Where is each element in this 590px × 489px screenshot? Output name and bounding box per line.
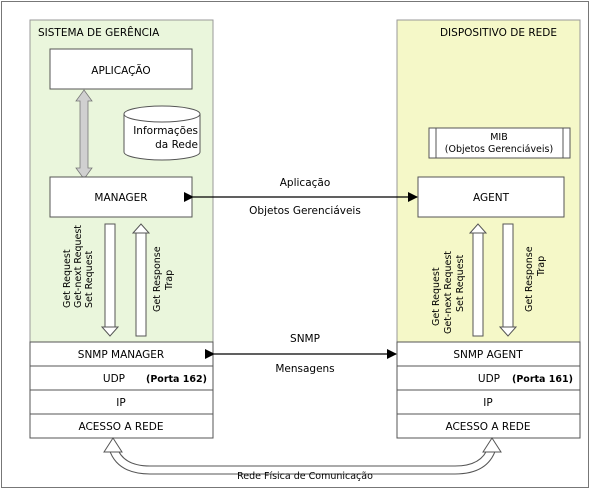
database-label-line1: Informações bbox=[133, 125, 198, 137]
mib-box bbox=[428, 127, 571, 159]
physical-network-label: Rede Física de Comunicação bbox=[237, 471, 373, 482]
application-label: APLICAÇÃO bbox=[91, 64, 150, 77]
agent-request-set: Set Request bbox=[455, 255, 466, 312]
link-label-application: Aplicação bbox=[280, 177, 331, 189]
manager-request-set: Set Request bbox=[84, 251, 95, 308]
manager-layer-udp-port: (Porta 162) bbox=[146, 374, 207, 385]
manager-box bbox=[49, 176, 193, 218]
agent-request-arrow bbox=[468, 223, 488, 337]
database-label-line2: da Rede bbox=[155, 139, 198, 151]
agent-response-trap: Trap bbox=[536, 256, 547, 277]
manager-request-arrow bbox=[100, 223, 120, 337]
manager-layer-access-label: ACESSO A REDE bbox=[78, 421, 163, 433]
agent-response-get: Get Response bbox=[524, 246, 535, 312]
manager-layer-udp bbox=[29, 365, 214, 391]
agent-layer-snmp-label: SNMP AGENT bbox=[453, 349, 523, 361]
manager-system: SISTEMA DE GERÊNCIA APLICAÇÃO Informaçõe… bbox=[29, 19, 214, 439]
database-cylinder bbox=[123, 105, 201, 161]
manager-request-getnext: Get-next Request bbox=[73, 225, 84, 308]
manager-layer-ip-label: IP bbox=[116, 397, 125, 409]
application-box bbox=[49, 48, 193, 90]
link-label-managed-objects: Objetos Gerenciáveis bbox=[249, 205, 361, 217]
agent-layer-access bbox=[396, 413, 581, 439]
agent-request-get: Get Request bbox=[431, 267, 442, 326]
link-label-snmp: SNMP bbox=[290, 333, 320, 345]
agent-request-getnext: Get-next Request bbox=[443, 251, 454, 334]
manager-layer-udp-label: UDP bbox=[103, 373, 125, 385]
agent-response-arrow bbox=[498, 223, 518, 337]
mib-label-line1: MIB bbox=[490, 132, 508, 143]
physical-network-arrow bbox=[103, 437, 502, 475]
manager-panel-title: SISTEMA DE GERÊNCIA bbox=[38, 26, 160, 39]
agent-layer-udp-label: UDP bbox=[478, 373, 500, 385]
manager-response-get: Get Response bbox=[152, 246, 163, 312]
agent-layer-ip bbox=[396, 389, 581, 415]
agent-box bbox=[417, 176, 565, 218]
agent-layer-access-label: ACESSO A REDE bbox=[445, 421, 530, 433]
agent-box-label: AGENT bbox=[473, 192, 510, 204]
manager-response-arrow bbox=[131, 223, 151, 337]
agent-layer-ip-label: IP bbox=[483, 397, 492, 409]
manager-layer-access bbox=[29, 413, 214, 439]
link-label-messages: Mensagens bbox=[275, 363, 334, 375]
manager-layer-snmp-label: SNMP MANAGER bbox=[78, 349, 164, 361]
manager-box-label: MANAGER bbox=[94, 192, 147, 204]
agent-layer-udp bbox=[396, 365, 581, 391]
manager-response-trap: Trap bbox=[164, 270, 175, 291]
network-device: DISPOSITIVO DE REDE MIB (Objetos Gerenci… bbox=[396, 19, 581, 439]
agent-panel-title: DISPOSITIVO DE REDE bbox=[440, 27, 557, 39]
mib-label-line2: (Objetos Gerenciáveis) bbox=[445, 144, 553, 155]
agent-layer-udp-port: (Porta 161) bbox=[512, 374, 573, 385]
manager-request-get: Get Request bbox=[62, 249, 73, 308]
